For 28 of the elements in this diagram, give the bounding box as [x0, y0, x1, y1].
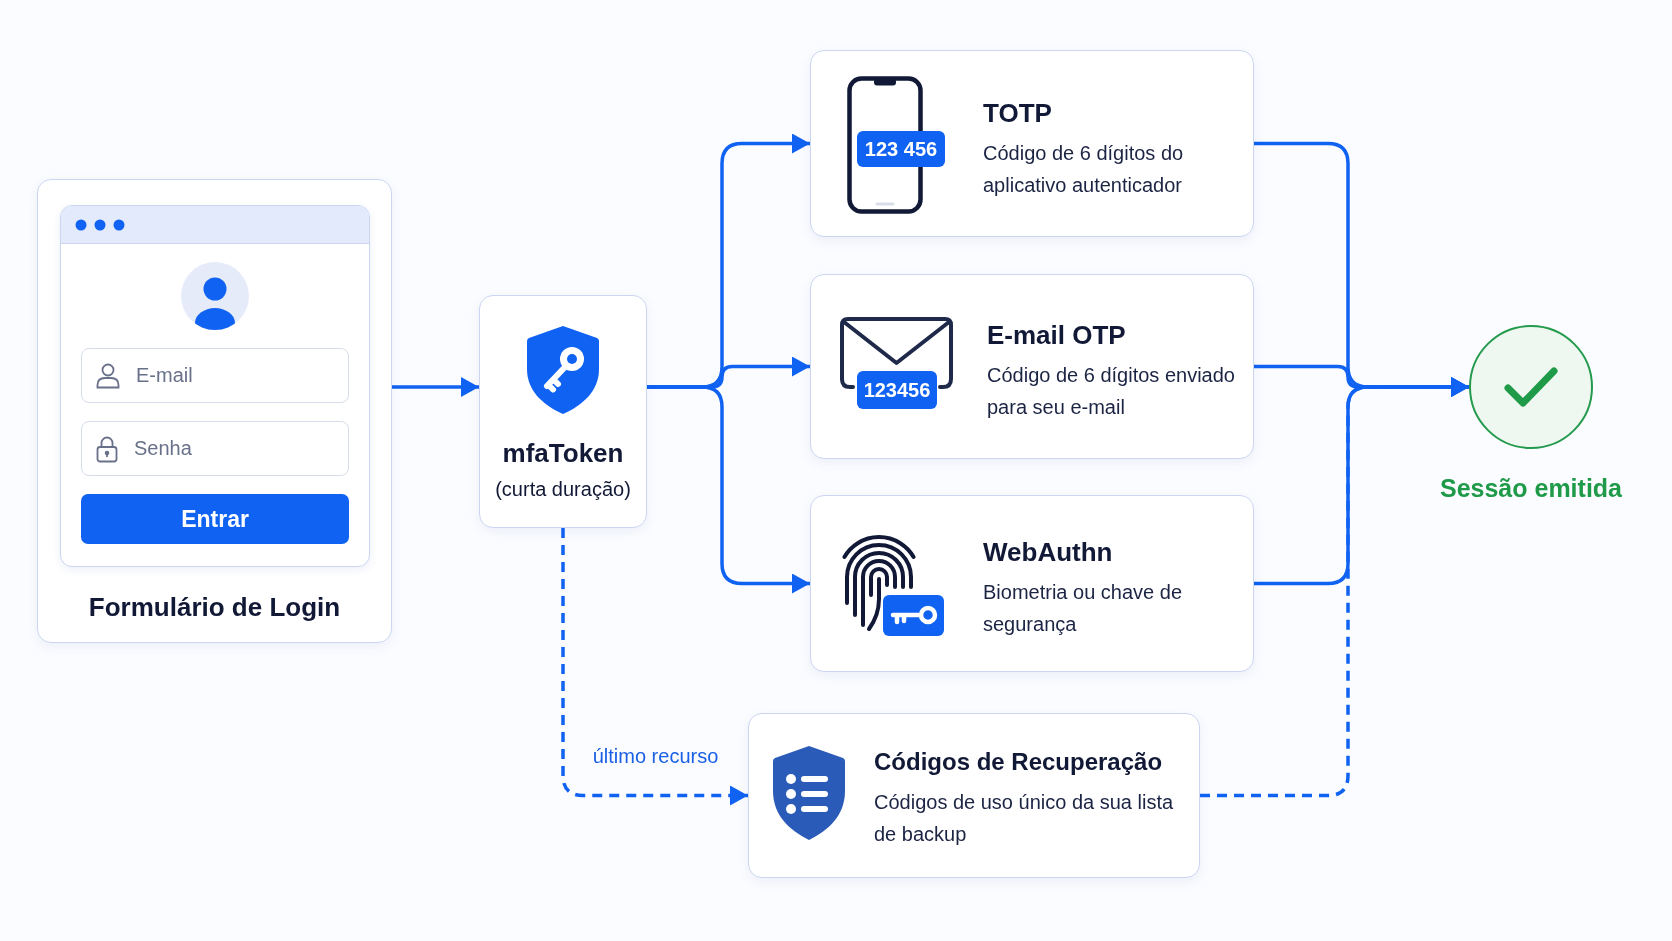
code-badge: 123 456	[857, 131, 945, 167]
browser-window	[60, 205, 370, 567]
status-caption: Sessão emitida	[1440, 473, 1622, 503]
code-badge: 123456	[857, 371, 937, 409]
token-subtitle: (curta duração)	[495, 477, 631, 502]
input-field: Senha	[81, 421, 349, 476]
method-title: WebAuthn	[983, 535, 1113, 568]
method-description: Código de 6 dígitos enviado para seu e-mail	[987, 362, 1236, 420]
method-description: Códigos de uso único da sua lista de backup	[874, 789, 1175, 847]
login-card	[37, 179, 392, 643]
method-card	[810, 495, 1254, 672]
recovery-card	[748, 713, 1200, 878]
dashed-arrow	[1200, 377, 1469, 798]
card-title: Formulário de Login	[88, 591, 341, 624]
arrow	[647, 385, 810, 594]
method-description: Código de 6 dígitos do aplicativo autenticador	[983, 140, 1185, 198]
token-title: mfaToken	[502, 437, 624, 469]
submit-button: Entrar	[81, 494, 349, 544]
method-card	[810, 50, 1254, 237]
token-card	[479, 295, 647, 528]
method-card	[810, 274, 1254, 459]
arrow	[392, 377, 479, 397]
input-field: E-mail	[81, 348, 349, 403]
method-title: Códigos de Recuperação	[874, 746, 1163, 777]
dashed-arrow	[561, 528, 748, 806]
method-description: Biometria ou chave de segurança	[983, 579, 1183, 637]
method-title: TOTP	[983, 96, 1052, 129]
method-title: E-mail OTP	[987, 318, 1126, 351]
